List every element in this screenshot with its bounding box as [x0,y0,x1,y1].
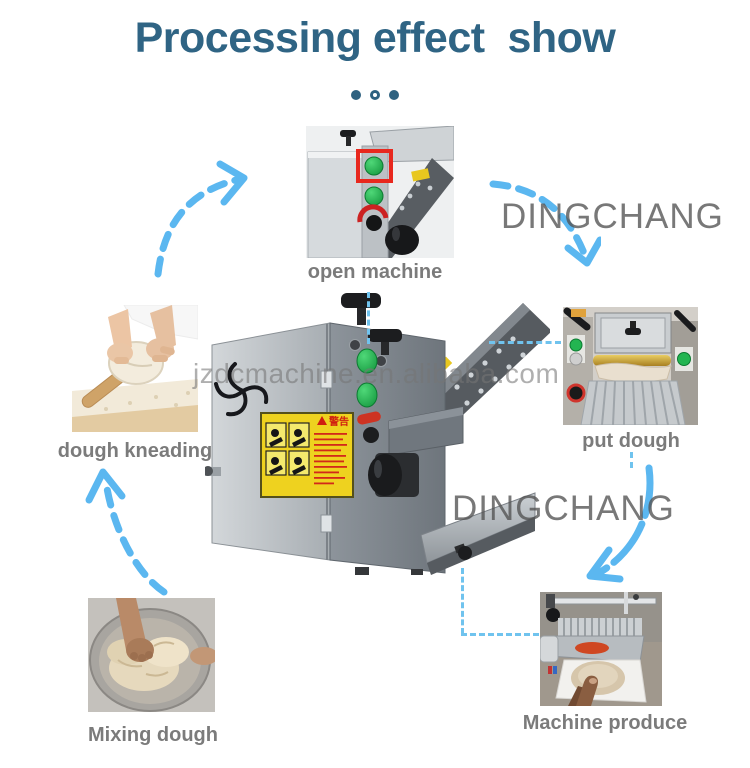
left-arm [108,309,132,355]
flow-arrow-up-right-icon [154,160,248,278]
step-label-dough-kneading: dough kneading [57,440,213,462]
machine-top-knobs [341,293,402,355]
warning-text: 警告 [328,415,349,428]
page-title: Processing effect show [134,14,616,62]
leader-tick-put-dough [630,452,633,468]
machine-vent-swirl [214,362,269,417]
mixing-dough-illustration [88,598,218,712]
open-machine-photo [306,125,455,259]
emergency-red-ring [357,204,389,223]
leader-line-produce-horizontal [461,633,539,636]
machine-warning-label: 警告 [260,412,354,498]
second-button-green [364,186,384,206]
flow-arrow-up-left-icon [85,468,168,596]
put-dough-photo [563,307,698,426]
emergency-stop-knob [566,383,586,403]
mixing-dough-photo [88,598,218,712]
dough-kneading-illustration [72,304,199,432]
flow-arrow-down-left-icon [586,464,654,583]
mixing-arm [116,598,146,650]
title-dots [0,90,750,100]
dot-filled-icon [389,90,399,100]
flow-arrow-down-right-icon [489,180,601,267]
step-label-open-machine: open machine [307,261,443,283]
machine-produce-photo [539,592,662,706]
open-machine-illustration [306,125,455,259]
machine-produce-illustration [539,592,662,706]
leader-line-produce-vertical [461,568,464,634]
machine-red-tag [357,411,381,425]
step-label-put-dough: put dough [582,430,680,452]
put-dough-illustration [563,307,698,426]
leader-line-put-dough [489,341,561,344]
step-label-machine-produce: Machine produce [522,712,688,734]
step-label-mixing-dough: Mixing dough [88,724,218,746]
machine-photo: 警告 [203,283,552,575]
dot-hollow-icon [370,90,380,100]
dot-filled-icon [351,90,361,100]
machine-illustration: 警告 [203,293,552,575]
brand-oval-label [575,642,609,654]
start-button-green [364,156,384,176]
dough-kneading-photo [72,304,199,432]
leader-line-open-machine [367,292,370,344]
machine-black-knob [363,427,379,443]
machine-output-tray [420,492,536,575]
machine-green-buttons [356,348,378,408]
machine-motor [368,453,419,497]
highlight-red-box [356,149,393,183]
